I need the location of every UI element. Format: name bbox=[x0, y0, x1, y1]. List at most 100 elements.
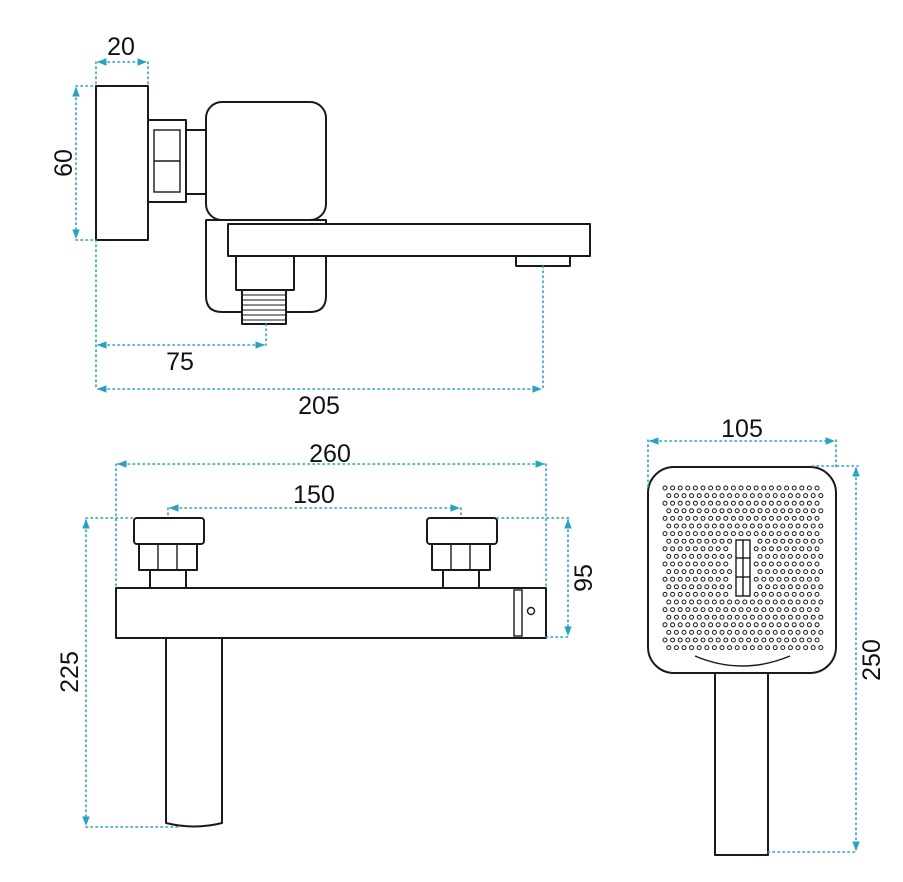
nozzle-dot bbox=[753, 622, 759, 628]
nozzle-dot bbox=[795, 523, 801, 529]
nozzle-dot bbox=[727, 538, 733, 544]
nozzle-dot bbox=[776, 485, 782, 491]
dim-label-side-height: 60 bbox=[50, 149, 78, 177]
nozzle-dot bbox=[742, 629, 748, 635]
nozzle-dot bbox=[803, 645, 809, 651]
nozzle-dot bbox=[784, 561, 790, 567]
nozzle-dot bbox=[787, 584, 793, 590]
thread-lines bbox=[242, 294, 286, 321]
nozzle-dot bbox=[677, 531, 683, 537]
nozzle-dot bbox=[795, 584, 801, 590]
nozzle-dot bbox=[810, 584, 816, 590]
nozzle-dot bbox=[689, 645, 695, 651]
nozzle-dot bbox=[753, 591, 759, 597]
nozzle-dot bbox=[818, 645, 824, 651]
nozzle-dot bbox=[711, 523, 717, 529]
nozzle-dot bbox=[776, 515, 782, 521]
nozzle-dot bbox=[677, 637, 683, 643]
nozzle-dot bbox=[761, 576, 767, 582]
nozzle-dot bbox=[765, 523, 771, 529]
nozzle-dot bbox=[742, 645, 748, 651]
dim-label-side-spout: 205 bbox=[298, 392, 340, 420]
nozzle-dot bbox=[696, 569, 702, 575]
nozzle-dot bbox=[757, 599, 763, 605]
nozzle-dot bbox=[814, 591, 820, 597]
nozzle-dot bbox=[799, 531, 805, 537]
nozzle-dot bbox=[791, 561, 797, 567]
nozzle-dot bbox=[670, 515, 676, 521]
nozzle-dot bbox=[810, 523, 816, 529]
nozzle-dot bbox=[723, 485, 729, 491]
nozzle-dot bbox=[757, 493, 763, 499]
nozzle-dot bbox=[753, 531, 759, 537]
nozzle-dot bbox=[708, 485, 714, 491]
nozzle-dot bbox=[734, 523, 740, 529]
nozzle-dot bbox=[692, 607, 698, 613]
nozzle-dot bbox=[784, 531, 790, 537]
nozzle-dot bbox=[734, 614, 740, 620]
nozzle-dot bbox=[692, 546, 698, 552]
nozzle-dot bbox=[677, 607, 683, 613]
nozzle-dot bbox=[666, 645, 672, 651]
nozzle-dot bbox=[765, 553, 771, 559]
nozzle-dot bbox=[666, 614, 672, 620]
nozzle-dot bbox=[719, 538, 725, 544]
nozzle-dot bbox=[723, 576, 729, 582]
nozzle-dot bbox=[791, 500, 797, 506]
nozzle-dot bbox=[780, 538, 786, 544]
nozzle-dot bbox=[772, 629, 778, 635]
nozzle-dot bbox=[666, 538, 672, 544]
nozzle-dot bbox=[749, 614, 755, 620]
nozzle-dot bbox=[784, 500, 790, 506]
nozzle-dot bbox=[715, 546, 721, 552]
nozzle-dot bbox=[814, 576, 820, 582]
nozzle-dot bbox=[749, 629, 755, 635]
nozzle-dot bbox=[814, 607, 820, 613]
nozzle-dot bbox=[761, 485, 767, 491]
nozzle-dot bbox=[696, 584, 702, 590]
nozzle-dot bbox=[818, 553, 824, 559]
nozzle-dot bbox=[776, 531, 782, 537]
nozzle-dot bbox=[810, 553, 816, 559]
nozzle-dot bbox=[806, 607, 812, 613]
nozzle-dot bbox=[727, 614, 733, 620]
nozzle-dot bbox=[719, 508, 725, 514]
dim-label-side-depth: 20 bbox=[107, 33, 135, 61]
nozzle-dot bbox=[814, 531, 820, 537]
nozzle-dot bbox=[814, 546, 820, 552]
nozzle-dot bbox=[757, 584, 763, 590]
nozzle-dot bbox=[753, 576, 759, 582]
nozzle-dot bbox=[734, 629, 740, 635]
end-screw bbox=[526, 606, 536, 616]
spout-tip bbox=[515, 255, 571, 267]
nozzle-dot bbox=[787, 629, 793, 635]
nozzle-dot bbox=[681, 553, 687, 559]
nozzle-dot bbox=[677, 622, 683, 628]
nozzle-dot bbox=[715, 485, 721, 491]
nozzle-dot bbox=[715, 637, 721, 643]
nozzle-dot bbox=[662, 637, 668, 643]
right-nut bbox=[431, 543, 491, 571]
nozzle-dot bbox=[673, 538, 679, 544]
nozzle-dot bbox=[803, 523, 809, 529]
nozzle-dot bbox=[799, 622, 805, 628]
nozzle-dot bbox=[685, 500, 691, 506]
nozzle-dot bbox=[711, 599, 717, 605]
nozzle-dot bbox=[708, 500, 714, 506]
nozzle-dot bbox=[776, 500, 782, 506]
nozzle-dot bbox=[723, 622, 729, 628]
dim-label-head-width: 105 bbox=[721, 415, 763, 443]
nozzle-dot bbox=[791, 515, 797, 521]
nozzle-dot bbox=[761, 637, 767, 643]
nozzle-dot bbox=[681, 523, 687, 529]
nozzle-dot bbox=[666, 553, 672, 559]
nozzle-dot bbox=[799, 576, 805, 582]
nozzle-dot bbox=[803, 508, 809, 514]
nozzle-dot bbox=[814, 561, 820, 567]
nozzle-dot bbox=[734, 645, 740, 651]
nozzle-dot bbox=[803, 599, 809, 605]
threaded-inlet bbox=[241, 289, 287, 325]
nozzle-dot bbox=[799, 515, 805, 521]
nozzle-dot bbox=[761, 622, 767, 628]
